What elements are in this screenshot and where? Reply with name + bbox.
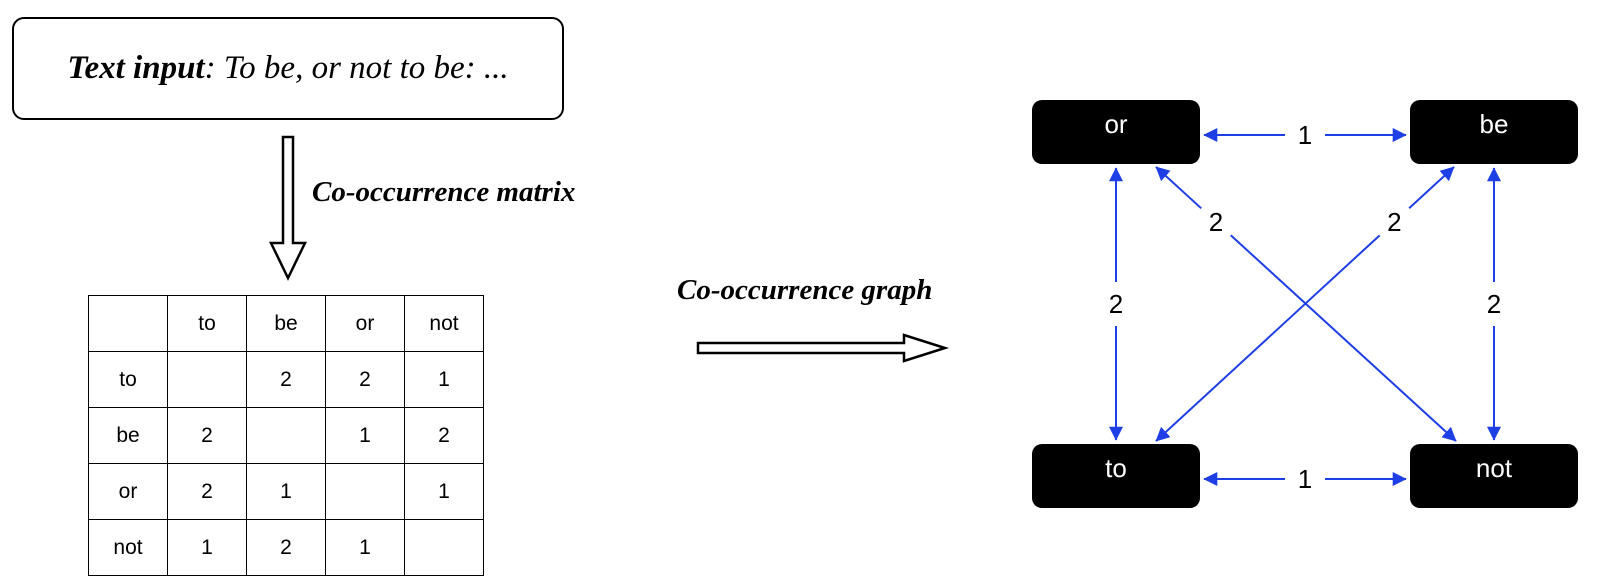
matrix-row-label: or <box>88 463 168 520</box>
graph-edge-weight: 1 <box>1298 464 1312 494</box>
matrix-header-cell: not <box>404 295 484 352</box>
matrix-cell: 2 <box>404 407 484 464</box>
graph-edge-be-to <box>1155 234 1381 442</box>
matrix-caption: Co-occurrence matrix <box>312 176 576 208</box>
graph-edge-weight: 2 <box>1487 289 1501 319</box>
graph-edges: 1 1 2 2 2 2 <box>1109 120 1501 494</box>
text-input-box: Text input: To be, or not to be: ... <box>12 17 564 120</box>
matrix-cell: 1 <box>325 519 405 576</box>
matrix-cell <box>246 407 326 464</box>
graph-edge-weight: 2 <box>1387 207 1401 237</box>
graph-node-label: or <box>1104 109 1127 139</box>
graph-node-label: to <box>1105 453 1127 483</box>
matrix-cell: 2 <box>325 351 405 408</box>
down-arrow-icon <box>269 135 307 281</box>
graph-node-not: not <box>1410 444 1578 508</box>
graph-node-to: to <box>1032 444 1200 508</box>
graph-edge-weight: 2 <box>1109 289 1123 319</box>
graph-node-label: not <box>1476 453 1513 483</box>
graph-node-label: be <box>1480 109 1509 139</box>
matrix-cell: 1 <box>246 463 326 520</box>
matrix-cell: 2 <box>246 519 326 576</box>
right-arrow-icon <box>696 333 950 363</box>
text-input-value: : To be, or not to be: ... <box>204 50 509 86</box>
matrix-cell <box>167 351 247 408</box>
graph-nodes: or be to not <box>1032 100 1578 508</box>
graph-edge-be-to <box>1408 166 1455 209</box>
graph-node-or: or <box>1032 100 1200 164</box>
matrix-cell: 2 <box>167 463 247 520</box>
matrix-cell: 2 <box>246 351 326 408</box>
matrix-row-label: not <box>88 519 168 576</box>
matrix-cell: 1 <box>325 407 405 464</box>
matrix-row-label: be <box>88 407 168 464</box>
text-input-label: Text input <box>67 50 205 86</box>
matrix-cell: 1 <box>404 351 484 408</box>
graph-caption: Co-occurrence graph <box>677 274 933 306</box>
graph-edge-weight: 2 <box>1209 207 1223 237</box>
matrix-row-label: to <box>88 351 168 408</box>
graph-edge-or-not <box>1155 166 1202 210</box>
matrix-cell <box>404 519 484 576</box>
graph-edge-or-not <box>1230 234 1457 442</box>
graph-node-be: be <box>1410 100 1578 164</box>
graph-edge-weight: 1 <box>1298 120 1312 150</box>
